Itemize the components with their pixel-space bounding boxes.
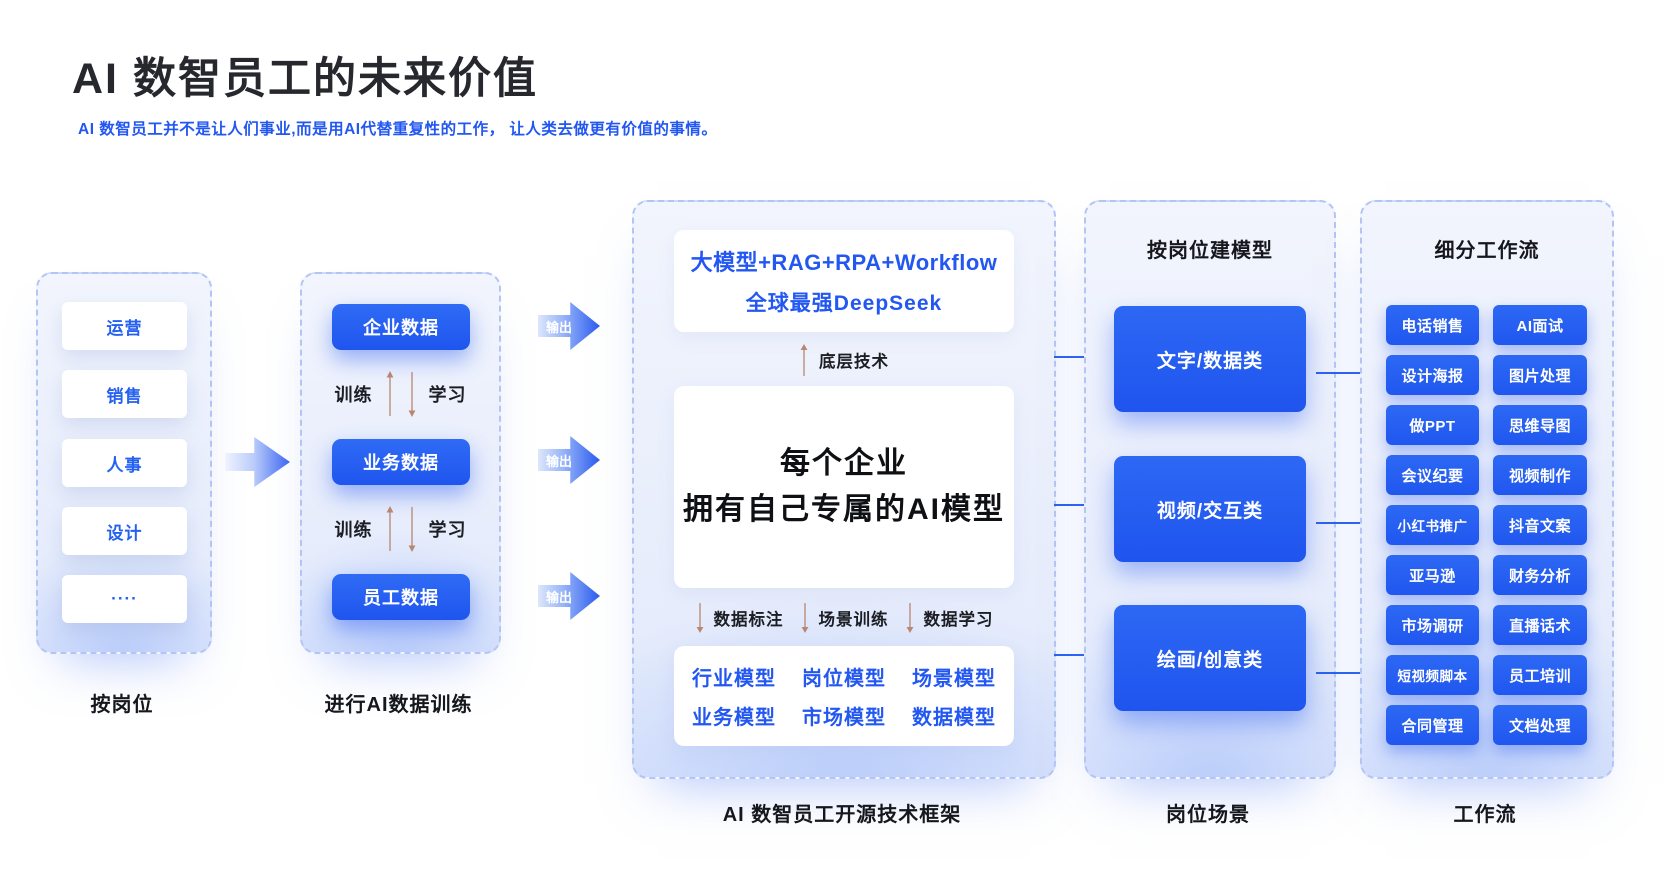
position-card: 销售 [62,370,187,418]
data-pill: 企业数据 [332,304,470,350]
page-title: AI 数智员工的未来价值 [72,55,538,103]
scene-box: 绘画/创意类 [1114,605,1306,711]
process-group: 场景训练 [800,602,889,634]
process-label: 数据标注 [713,611,784,629]
position-card: 人事 [62,439,187,487]
enterprise-model-line2: 拥有自己专属的AI模型 [683,493,1005,526]
train-learn-row: 训练 学习 [302,504,499,554]
scenes-title: 按岗位建模型 [1147,240,1273,262]
workflow-button: 员工培训 [1493,655,1587,695]
workflow-button: 市场调研 [1386,605,1479,645]
workflow-button: 短视频脚本 [1386,655,1479,695]
training-panel: 企业数据 训练 学习 业务数据 训练 学习 员工数据 [300,272,501,654]
scene-box: 视频/交互类 [1114,456,1306,562]
framework-caption: AI 数智员工开源技术框架 [722,804,962,826]
output-arrow: 输出 [538,572,600,620]
base-tech-row: 底层技术 [634,342,1054,378]
model-types-card: 行业模型 岗位模型 场景模型 业务模型 市场模型 数据模型 [674,646,1014,746]
process-group: 数据标注 [695,602,784,634]
workflow-button: AI面试 [1493,305,1587,345]
model-types-row: 行业模型 岗位模型 场景模型 [692,662,996,691]
position-card: 运营 [62,302,187,350]
data-pill: 业务数据 [332,439,470,485]
model-type: 市场模型 [802,707,886,729]
process-label: 场景训练 [818,611,889,629]
positions-caption: 按岗位 [90,694,154,716]
model-type: 行业模型 [692,668,776,690]
workflow-button: 图片处理 [1493,355,1587,395]
process-group: 数据学习 [905,602,994,634]
position-card: 设计 [62,507,187,555]
workflow-button: 直播话术 [1493,605,1587,645]
train-label: 训练 [334,520,373,540]
scene-box: 文字/数据类 [1114,306,1306,412]
learn-label: 学习 [428,520,467,540]
model-type: 岗位模型 [802,668,886,690]
output-arrow: 输出 [538,436,600,484]
tech-stack-line2: 全球最强DeepSeek [745,292,943,315]
workflow-button: 亚马逊 [1386,555,1479,595]
arrow-down-icon [408,507,415,552]
workflow-button: 设计海报 [1386,355,1479,395]
arrow-right-icon [225,437,290,487]
output-label: 输出 [545,589,572,605]
base-tech-label: 底层技术 [819,353,889,371]
tech-stack-card: 大模型+RAG+RPA+Workflow 全球最强DeepSeek [674,230,1014,332]
training-caption: 进行AI数据训练 [324,694,473,716]
workflows-title: 细分工作流 [1434,240,1540,262]
workflow-button: 电话销售 [1386,305,1479,345]
enterprise-model-card: 每个企业 拥有自己专属的AI模型 [674,386,1014,588]
workflow-button: 思维导图 [1493,405,1587,445]
model-types-row: 业务模型 市场模型 数据模型 [692,701,996,730]
arrow-up-icon [800,344,808,376]
workflow-button: 会议纪要 [1386,455,1479,495]
output-label: 输出 [545,453,572,469]
train-label: 训练 [334,385,373,405]
workflow-button: 文档处理 [1493,705,1587,745]
arrow-down-icon [906,603,913,633]
positions-panel: 运营 销售 人事 设计 ···· [36,272,212,654]
position-card: ···· [62,575,187,623]
framework-panel: 大模型+RAG+RPA+Workflow 全球最强DeepSeek 底层技术 每… [632,200,1056,779]
workflow-button: 小红书推广 [1386,505,1479,545]
arrow-up-icon [386,371,393,416]
page-subtitle: AI 数智员工并不是让人们事业,而是用AI代替重复性的工作， 让人类去做更有价值… [78,121,718,138]
arrow-down-icon [801,603,808,633]
model-type: 场景模型 [912,668,996,690]
arrow-down-icon [696,603,703,633]
train-learn-row: 训练 学习 [302,369,499,419]
process-row: 数据标注 场景训练 数据学习 [634,600,1054,636]
model-type: 业务模型 [692,707,776,729]
workflow-button: 做PPT [1386,405,1479,445]
process-label: 数据学习 [923,611,994,629]
arrow-up-icon [386,506,393,551]
enterprise-model-line1: 每个企业 [780,446,908,480]
learn-label: 学习 [428,385,467,405]
workflows-caption: 工作流 [1453,804,1517,826]
workflow-button: 抖音文案 [1493,505,1587,545]
model-type: 数据模型 [912,707,996,729]
output-arrow: 输出 [538,302,600,350]
workflow-button: 财务分析 [1493,555,1587,595]
arrow-down-icon [408,372,415,417]
workflows-panel: 细分工作流 电话销售 AI面试 设计海报 图片处理 做PPT 思维导图 会议纪要… [1360,200,1614,779]
scenes-caption: 岗位场景 [1166,804,1250,826]
workflow-button: 合同管理 [1386,705,1479,745]
workflow-button: 视频制作 [1493,455,1587,495]
output-label: 输出 [545,319,572,335]
data-pill: 员工数据 [332,574,470,620]
scenes-panel: 按岗位建模型 文字/数据类 视频/交互类 绘画/创意类 [1084,200,1336,779]
tech-stack-line1: 大模型+RAG+RPA+Workflow [690,250,998,275]
